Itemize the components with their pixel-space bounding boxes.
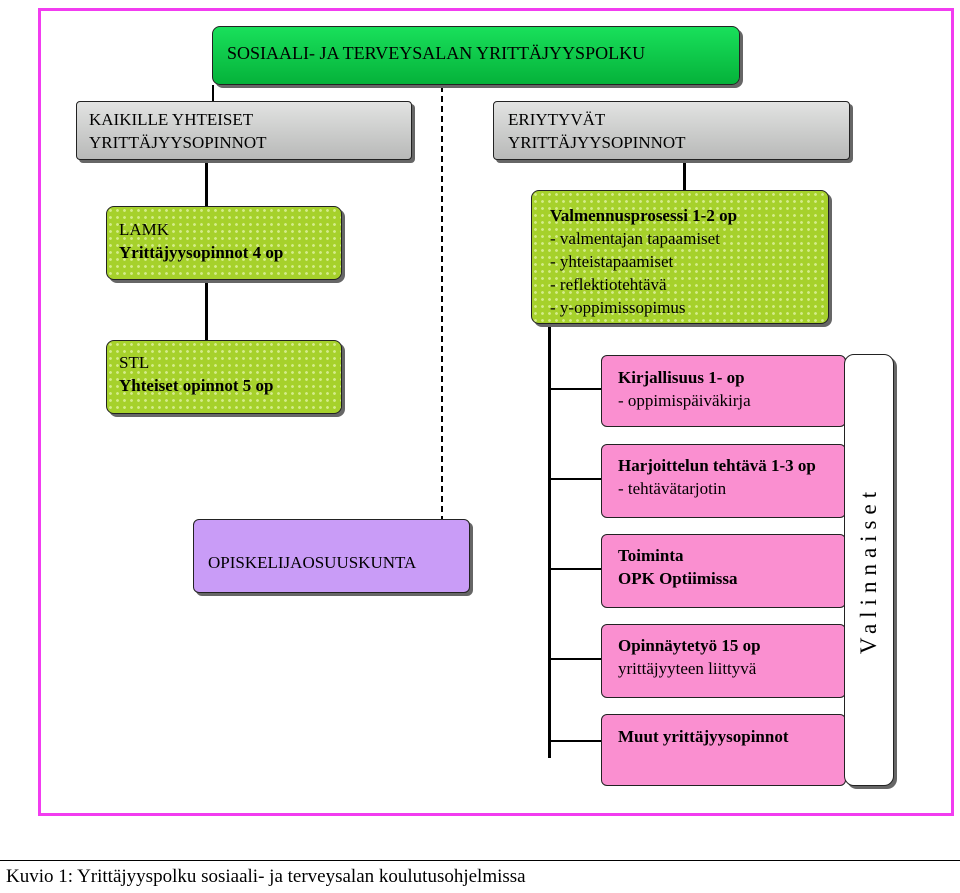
lamk-line1: LAMK: [119, 220, 170, 239]
elective-opinnaytetyo-sub: yrittäjyyteen liittyvä: [618, 659, 757, 678]
elective-muut: Muut yrittäjyysopinnot: [601, 714, 846, 786]
valmennus-title: Valmennusprosessi 1-2 op: [550, 206, 738, 225]
right-header-box: ERIYTYVÄT YRITTÄJYYSOPINNOT: [493, 101, 850, 160]
elective-toiminta-title: Toiminta: [618, 546, 684, 565]
lamk-line2: Yrittäjyysopinnot 4 op: [119, 243, 284, 262]
osuuskunta-text: OPISKELIJAOSUUSKUNTA: [208, 553, 417, 572]
elective-harjoittelu-title: Harjoittelun tehtävä 1-3 op: [618, 456, 816, 475]
valmennus-box: Valmennusprosessi 1-2 op - valmentajan t…: [531, 190, 829, 324]
valmennus-item-3: - reflektiotehtävä: [550, 275, 667, 294]
stl-line1: STL: [119, 353, 150, 372]
stl-line2: Yhteiset opinnot 5 op: [119, 376, 274, 395]
elective-harjoittelu-sub: - tehtävätarjotin: [618, 479, 727, 498]
elective-toiminta-sub: OPK Optiimissa: [618, 569, 738, 588]
right-header-line2: YRITTÄJYYSOPINNOT: [508, 133, 686, 152]
lamk-box: LAMK Yrittäjyysopinnot 4 op: [106, 206, 342, 280]
caption-rule: [0, 860, 960, 861]
elective-kirjallisuus: Kirjallisuus 1- op - oppimispäiväkirja: [601, 355, 846, 427]
left-header-line1: KAIKILLE YHTEISET: [89, 110, 254, 129]
elective-kirjallisuus-title: Kirjallisuus 1- op: [618, 368, 745, 387]
connector-branch-2: [550, 478, 602, 480]
connector-title-left-drop: [212, 85, 214, 101]
valinnaiset-box: Valinnaiset: [844, 354, 894, 786]
elective-opinnaytetyo: Opinnäytetyö 15 op yrittäjyyteen liittyv…: [601, 624, 846, 698]
connector-branch-5: [550, 740, 602, 742]
connector-right-vertical-top: [683, 160, 686, 192]
elective-kirjallisuus-sub: - oppimispäiväkirja: [618, 391, 751, 410]
connector-branch-4: [550, 658, 602, 660]
right-header-line1: ERIYTYVÄT: [508, 110, 606, 129]
figure-caption: Kuvio 1: Yrittäjyyspolku sosiaali- ja te…: [6, 866, 526, 887]
diagram-frame: [38, 8, 954, 816]
elective-harjoittelu: Harjoittelun tehtävä 1-3 op - tehtävätar…: [601, 444, 846, 518]
elective-opinnaytetyo-title: Opinnäytetyö 15 op: [618, 636, 761, 655]
connector-branch-3: [550, 568, 602, 570]
elective-toiminta: Toiminta OPK Optiimissa: [601, 534, 846, 608]
left-header-line2: YRITTÄJYYSOPINNOT: [89, 133, 267, 152]
title-text: SOSIAALI- JA TERVEYSALAN YRITTÄJYYSPOLKU: [227, 43, 646, 63]
stl-box: STL Yhteiset opinnot 5 op: [106, 340, 342, 414]
valmennus-item-2: - yhteistapaamiset: [550, 252, 674, 271]
connector-branch-1: [550, 388, 602, 390]
dashed-divider: [441, 86, 443, 522]
left-header-box: KAIKILLE YHTEISET YRITTÄJYYSOPINNOT: [76, 101, 412, 160]
elective-muut-title: Muut yrittäjyysopinnot: [618, 727, 789, 746]
valmennus-item-4: - y-oppimissopimus: [550, 298, 686, 317]
valinnaiset-label: Valinnaiset: [856, 485, 881, 655]
osuuskunta-box: OPISKELIJAOSUUSKUNTA: [193, 519, 470, 593]
connector-right-spine: [548, 322, 551, 758]
valmennus-item-1: - valmentajan tapaamiset: [550, 229, 720, 248]
title-box: SOSIAALI- JA TERVEYSALAN YRITTÄJYYSPOLKU: [212, 26, 740, 85]
